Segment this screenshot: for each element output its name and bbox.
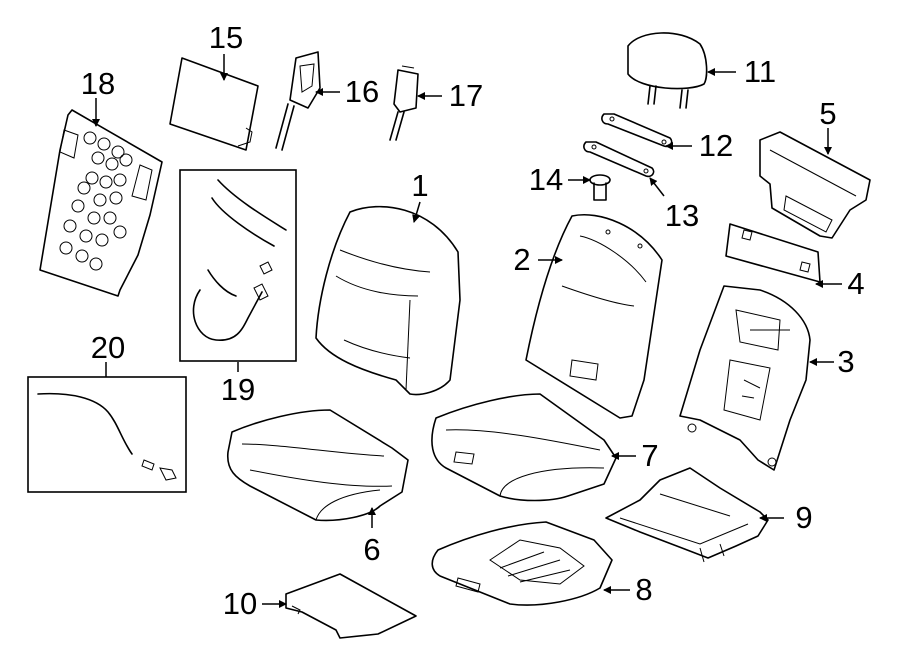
part-14-button — [589, 174, 611, 201]
part-13-guide — [583, 141, 655, 178]
part-2-seatback-frame — [525, 214, 663, 419]
callout-12: 12 — [699, 128, 733, 163]
callout-14: 14 — [529, 162, 563, 197]
callout-3: 3 — [837, 344, 854, 379]
part-1-seatback-cover — [315, 205, 461, 396]
part-15-pad — [169, 57, 259, 151]
callout-10: 10 — [223, 586, 257, 621]
callout-15: 15 — [209, 20, 243, 55]
part-8-cushion-pad — [431, 521, 613, 606]
leader-13 — [649, 177, 665, 197]
part-12-guide — [601, 113, 673, 148]
callout-5: 5 — [819, 96, 836, 131]
part-11-headrest — [627, 32, 708, 109]
part-18-backing-panel — [39, 109, 163, 297]
callout-8: 8 — [635, 572, 652, 607]
callout-19: 19 — [221, 372, 255, 407]
part-16-latch — [275, 51, 321, 151]
part-5-top-trim — [759, 131, 871, 239]
part-20-frame — [27, 376, 187, 493]
leader-1 — [412, 201, 421, 223]
part-3-back-structure — [679, 285, 811, 471]
part-20-cable — [37, 392, 177, 481]
callout-16: 16 — [345, 74, 379, 109]
callout-numbers: 1 2 3 4 5 6 7 8 9 10 11 12 13 14 15 16 1… — [81, 20, 865, 621]
part-10-mat — [285, 573, 417, 639]
callout-7: 7 — [641, 438, 658, 473]
callout-17: 17 — [449, 78, 483, 113]
part-7-cushion — [431, 393, 617, 502]
callout-9: 9 — [795, 500, 812, 535]
callout-1: 1 — [411, 168, 428, 203]
leader-lines — [92, 54, 842, 608]
callout-2: 2 — [513, 242, 530, 277]
callout-11: 11 — [744, 54, 776, 89]
part-9-seat-frame — [605, 467, 769, 563]
part-19-cable — [192, 179, 287, 341]
callout-18: 18 — [81, 66, 115, 101]
callout-13: 13 — [665, 198, 699, 233]
part-19-frame — [179, 169, 297, 362]
part-17-release — [389, 65, 419, 141]
callout-4: 4 — [847, 266, 864, 301]
callout-6: 6 — [363, 532, 380, 567]
part-6-cushion-cover — [226, 409, 409, 522]
callout-20: 20 — [91, 330, 125, 365]
part-4-plate — [725, 223, 821, 283]
